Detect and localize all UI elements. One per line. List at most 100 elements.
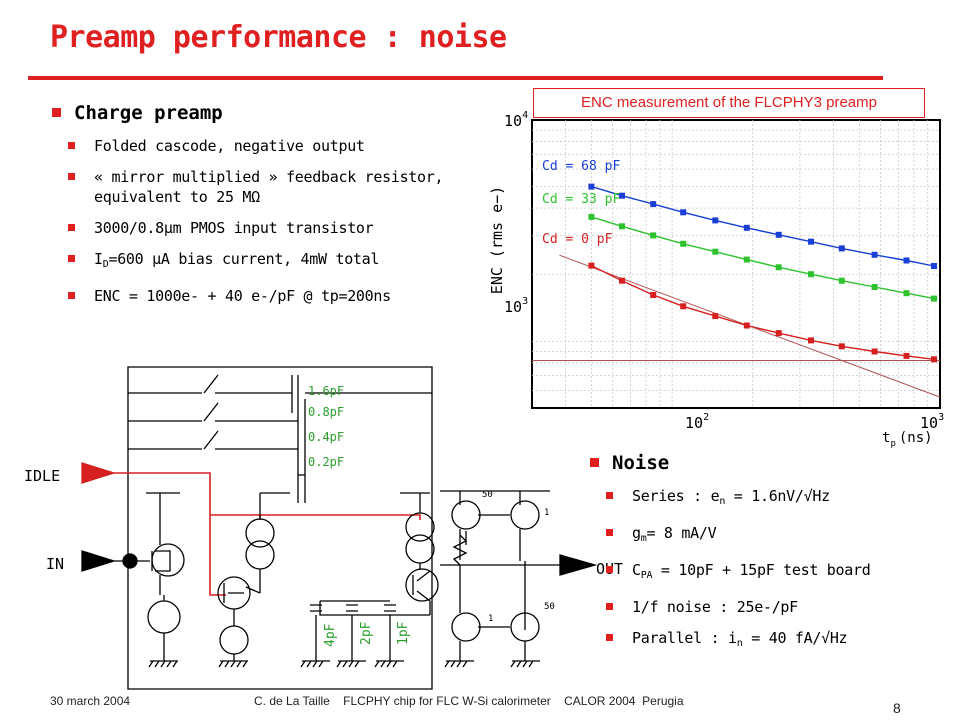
data-point: [838, 343, 845, 350]
feedback-cap-0-4pf: 0.4pF: [308, 430, 344, 444]
charge-preamp-heading: Charge preamp: [52, 102, 492, 124]
comp-cap-1pf: 1pF: [396, 621, 411, 645]
bullet-square-icon: [68, 173, 75, 180]
idle-arrow-icon: [81, 462, 117, 484]
bullet-item: gm= 8 mA/V: [604, 523, 950, 549]
xtick-right: 103: [920, 412, 944, 432]
compensation-capacitors: [310, 600, 396, 661]
bullet-square-icon: [606, 492, 613, 499]
data-point: [712, 217, 719, 224]
data-point: [619, 223, 625, 230]
bullet-square-icon: [606, 529, 613, 536]
bullet-item: Parallel : in = 40 fA/√Hz: [604, 628, 950, 654]
mirror-transistor-top-left: [451, 500, 481, 530]
series-line: [591, 216, 935, 300]
ratio-top-left: 50: [482, 490, 493, 500]
ytick-mid: 103: [504, 296, 528, 316]
data-point: [680, 240, 687, 247]
data-point: [588, 262, 595, 269]
ratio-bottom-right: 50: [544, 602, 555, 612]
data-point: [712, 313, 719, 320]
data-point: [871, 251, 878, 258]
mirror-transistor-top-right: [510, 500, 540, 530]
data-series: [588, 183, 937, 363]
bullet-item: ENC = 1000e- + 40 e-/pF @ tp=200ns: [66, 286, 492, 306]
bullet-square-icon: [606, 566, 613, 573]
xtick-left: 102: [685, 412, 709, 432]
preamp-schematic: IDLE IN OUT 1.6pF 0.8pF 0.4pF 0.2pF 4pF …: [24, 366, 623, 690]
data-point: [931, 295, 937, 302]
data-point: [680, 209, 687, 216]
data-point: [743, 322, 750, 329]
data-point: [838, 245, 845, 252]
y-axis-label: ENC (rms e−): [488, 186, 506, 294]
bullet-square-icon: [606, 603, 613, 610]
data-point: [743, 256, 750, 263]
charge-preamp-section: Charge preamp Folded cascode, negative o…: [52, 102, 492, 317]
feedback-cap-0-2pf: 0.2pF: [308, 455, 344, 469]
ratio-top-right: 1: [544, 508, 549, 518]
footer-center: C. de La Taille FLCPHY chip for FLC W-Si…: [254, 694, 684, 708]
data-point: [619, 192, 625, 199]
title-underline: [28, 76, 883, 80]
bullet-square-icon: [68, 292, 75, 299]
current-source-left: [147, 600, 181, 634]
bullet-item: Folded cascode, negative output: [66, 136, 492, 156]
slide-title: Preamp performance : noise: [50, 20, 507, 55]
comp-cap-4pf: 4pF: [323, 623, 338, 647]
page-number: 8: [893, 700, 901, 716]
mirror-transistor-bottom-left: [451, 612, 481, 642]
data-point: [871, 348, 878, 355]
data-point: [775, 231, 782, 238]
in-arrow-icon: [81, 550, 117, 572]
data-point: [619, 277, 625, 284]
plot-caption: ENC measurement of the FLCPHY3 preamp: [533, 88, 925, 118]
ytick-top: 104: [504, 110, 528, 130]
data-point: [931, 263, 937, 269]
noise-heading: Noise: [590, 452, 950, 474]
feedback-cap-0-8pf: 0.8pF: [308, 405, 344, 419]
ratio-bottom-left: 1: [488, 614, 493, 624]
bullet-item: « mirror multiplied » feedback resistor,…: [66, 167, 492, 207]
bullet-item: CPA = 10pF + 15pF test board: [604, 560, 950, 586]
data-point: [931, 356, 937, 363]
bullet-square-icon: [52, 108, 61, 117]
bullet-item: Series : en = 1.6nV/√Hz: [604, 486, 950, 512]
feedback-capacitors: [291, 375, 432, 503]
output-mirror-rail: [440, 490, 550, 505]
bullet-square-icon: [68, 142, 75, 149]
data-point: [650, 232, 657, 239]
footer-date: 30 march 2004: [50, 694, 131, 708]
data-point: [588, 213, 595, 220]
idle-label: IDLE: [24, 467, 60, 485]
bullet-item: 1/f noise : 25e-/pF: [604, 597, 950, 617]
bullet-square-icon: [590, 458, 599, 467]
legend-entry: Cd = 33 pF: [542, 192, 620, 207]
comp-cap-2pf: 2pF: [359, 621, 374, 645]
data-point: [808, 238, 814, 245]
data-point: [871, 284, 878, 290]
bullet-square-icon: [68, 255, 75, 262]
x-axis-label: tp(ns): [882, 430, 933, 449]
data-point: [712, 248, 719, 255]
feedback-switches: [128, 374, 219, 450]
legend-entry: Cd = 68 pF: [542, 159, 620, 174]
data-point: [775, 330, 782, 337]
bullet-item: ID=600 µA bias current, 4mW total: [66, 249, 492, 275]
feedback-cap-1-6pf: 1.6pF: [308, 384, 344, 398]
data-point: [838, 277, 845, 284]
noise-section: Noise Series : en = 1.6nV/√Hz gm= 8 mA/V…: [590, 452, 950, 665]
cascode-source-upper: [245, 518, 275, 548]
data-point: [903, 290, 910, 297]
bullet-square-icon: [68, 224, 75, 231]
output-transistor: [405, 568, 439, 602]
data-point: [743, 224, 750, 231]
bullet-square-icon: [606, 634, 613, 641]
schematic-outline: [127, 366, 433, 690]
data-point: [808, 271, 814, 278]
data-point: [650, 201, 657, 208]
series-line: [591, 264, 935, 360]
data-point: [680, 303, 687, 310]
data-point: [903, 352, 910, 359]
